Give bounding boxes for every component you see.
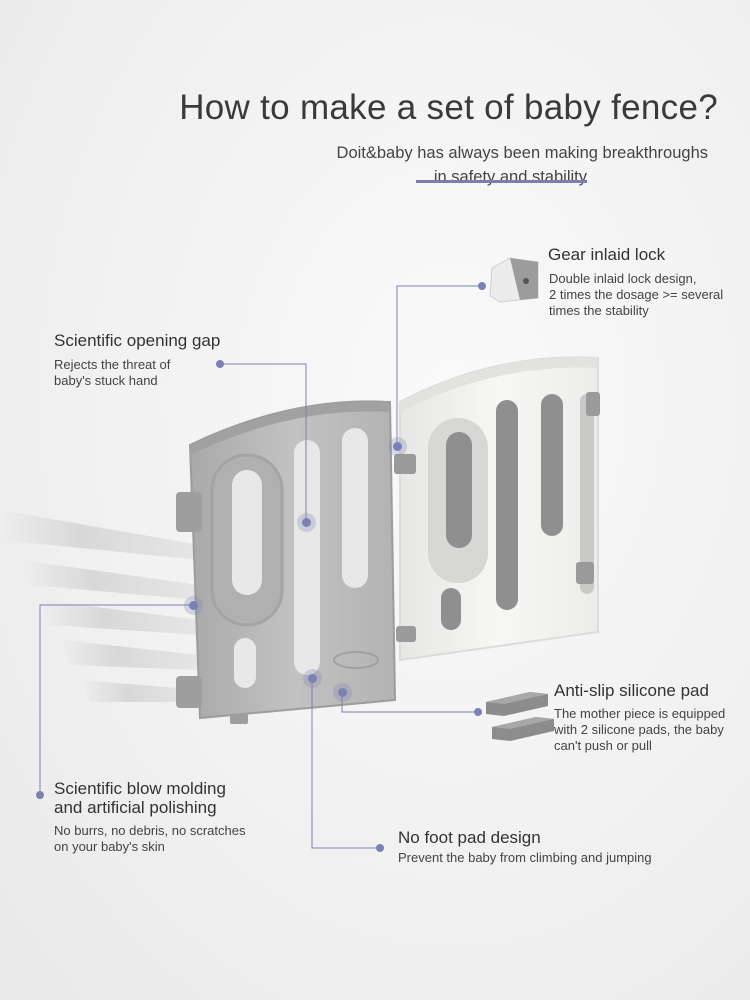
silicone-pad-desc-3: can't push or pull <box>554 738 652 753</box>
blow-molding-title: Scientific blow molding and artificial p… <box>54 779 226 817</box>
foot-pad-title: No foot pad design <box>398 828 541 847</box>
foot-pad-dot <box>308 674 317 683</box>
subtitle-line-1: Doit&baby has always been making breakth… <box>336 144 708 162</box>
gear-lock-title: Gear inlaid lock <box>548 245 666 264</box>
silicone-pad-desc-2: with 2 silicone pads, the baby <box>554 722 724 737</box>
white-fence-panel <box>394 356 600 662</box>
blow-molding-title-1: Scientific blow molding <box>54 779 226 798</box>
blow-molding-desc-2: on your baby's skin <box>54 839 165 854</box>
opening-gap-title: Scientific opening gap <box>54 331 221 350</box>
blow-molding-desc: No burrs, no debris, no scratches on you… <box>54 823 245 855</box>
gear-lock-dot <box>393 442 402 451</box>
subtitle-underline <box>416 180 587 183</box>
blow-molding-dot <box>189 601 198 610</box>
silicone-pad-desc: The mother piece is equipped with 2 sili… <box>554 706 725 754</box>
foot-pad-desc: Prevent the baby from climbing and jumpi… <box>398 850 652 865</box>
blow-molding-desc-1: No burrs, no debris, no scratches <box>54 823 246 838</box>
silicone-pad-image <box>486 692 554 741</box>
gear-lock-desc-2: 2 times the dosage >= several <box>549 287 724 302</box>
silicone-pad-title: Anti-slip silicone pad <box>554 681 709 700</box>
floor-shadow <box>0 510 200 702</box>
gear-lock-image <box>489 257 539 303</box>
grey-fence-panel <box>176 400 397 724</box>
blow-molding-end-dot <box>36 791 44 799</box>
opening-gap-desc-2: baby's stuck hand <box>54 373 158 388</box>
gear-lock-desc-1: Double inlaid lock design, <box>549 271 697 286</box>
opening-gap-end-dot <box>216 360 224 368</box>
opening-gap-dot <box>302 518 311 527</box>
blow-molding-title-2: and artificial polishing <box>54 798 217 817</box>
silicone-pad-desc-1: The mother piece is equipped <box>554 706 726 721</box>
silicone-pad-end-dot <box>474 708 482 716</box>
opening-gap-desc-1: Rejects the threat of <box>54 357 171 372</box>
opening-gap-desc: Rejects the threat of baby's stuck hand <box>54 357 170 389</box>
gear-lock-desc: Double inlaid lock design, 2 times the d… <box>549 271 723 319</box>
page-title: How to make a set of baby fence? <box>179 88 718 127</box>
foot-pad-end-dot <box>376 844 384 852</box>
silicone-pad-dot <box>338 688 347 697</box>
gear-lock-desc-3: times the stability <box>549 303 649 318</box>
connector-lines <box>39 285 482 849</box>
gear-lock-end-dot <box>478 282 486 290</box>
